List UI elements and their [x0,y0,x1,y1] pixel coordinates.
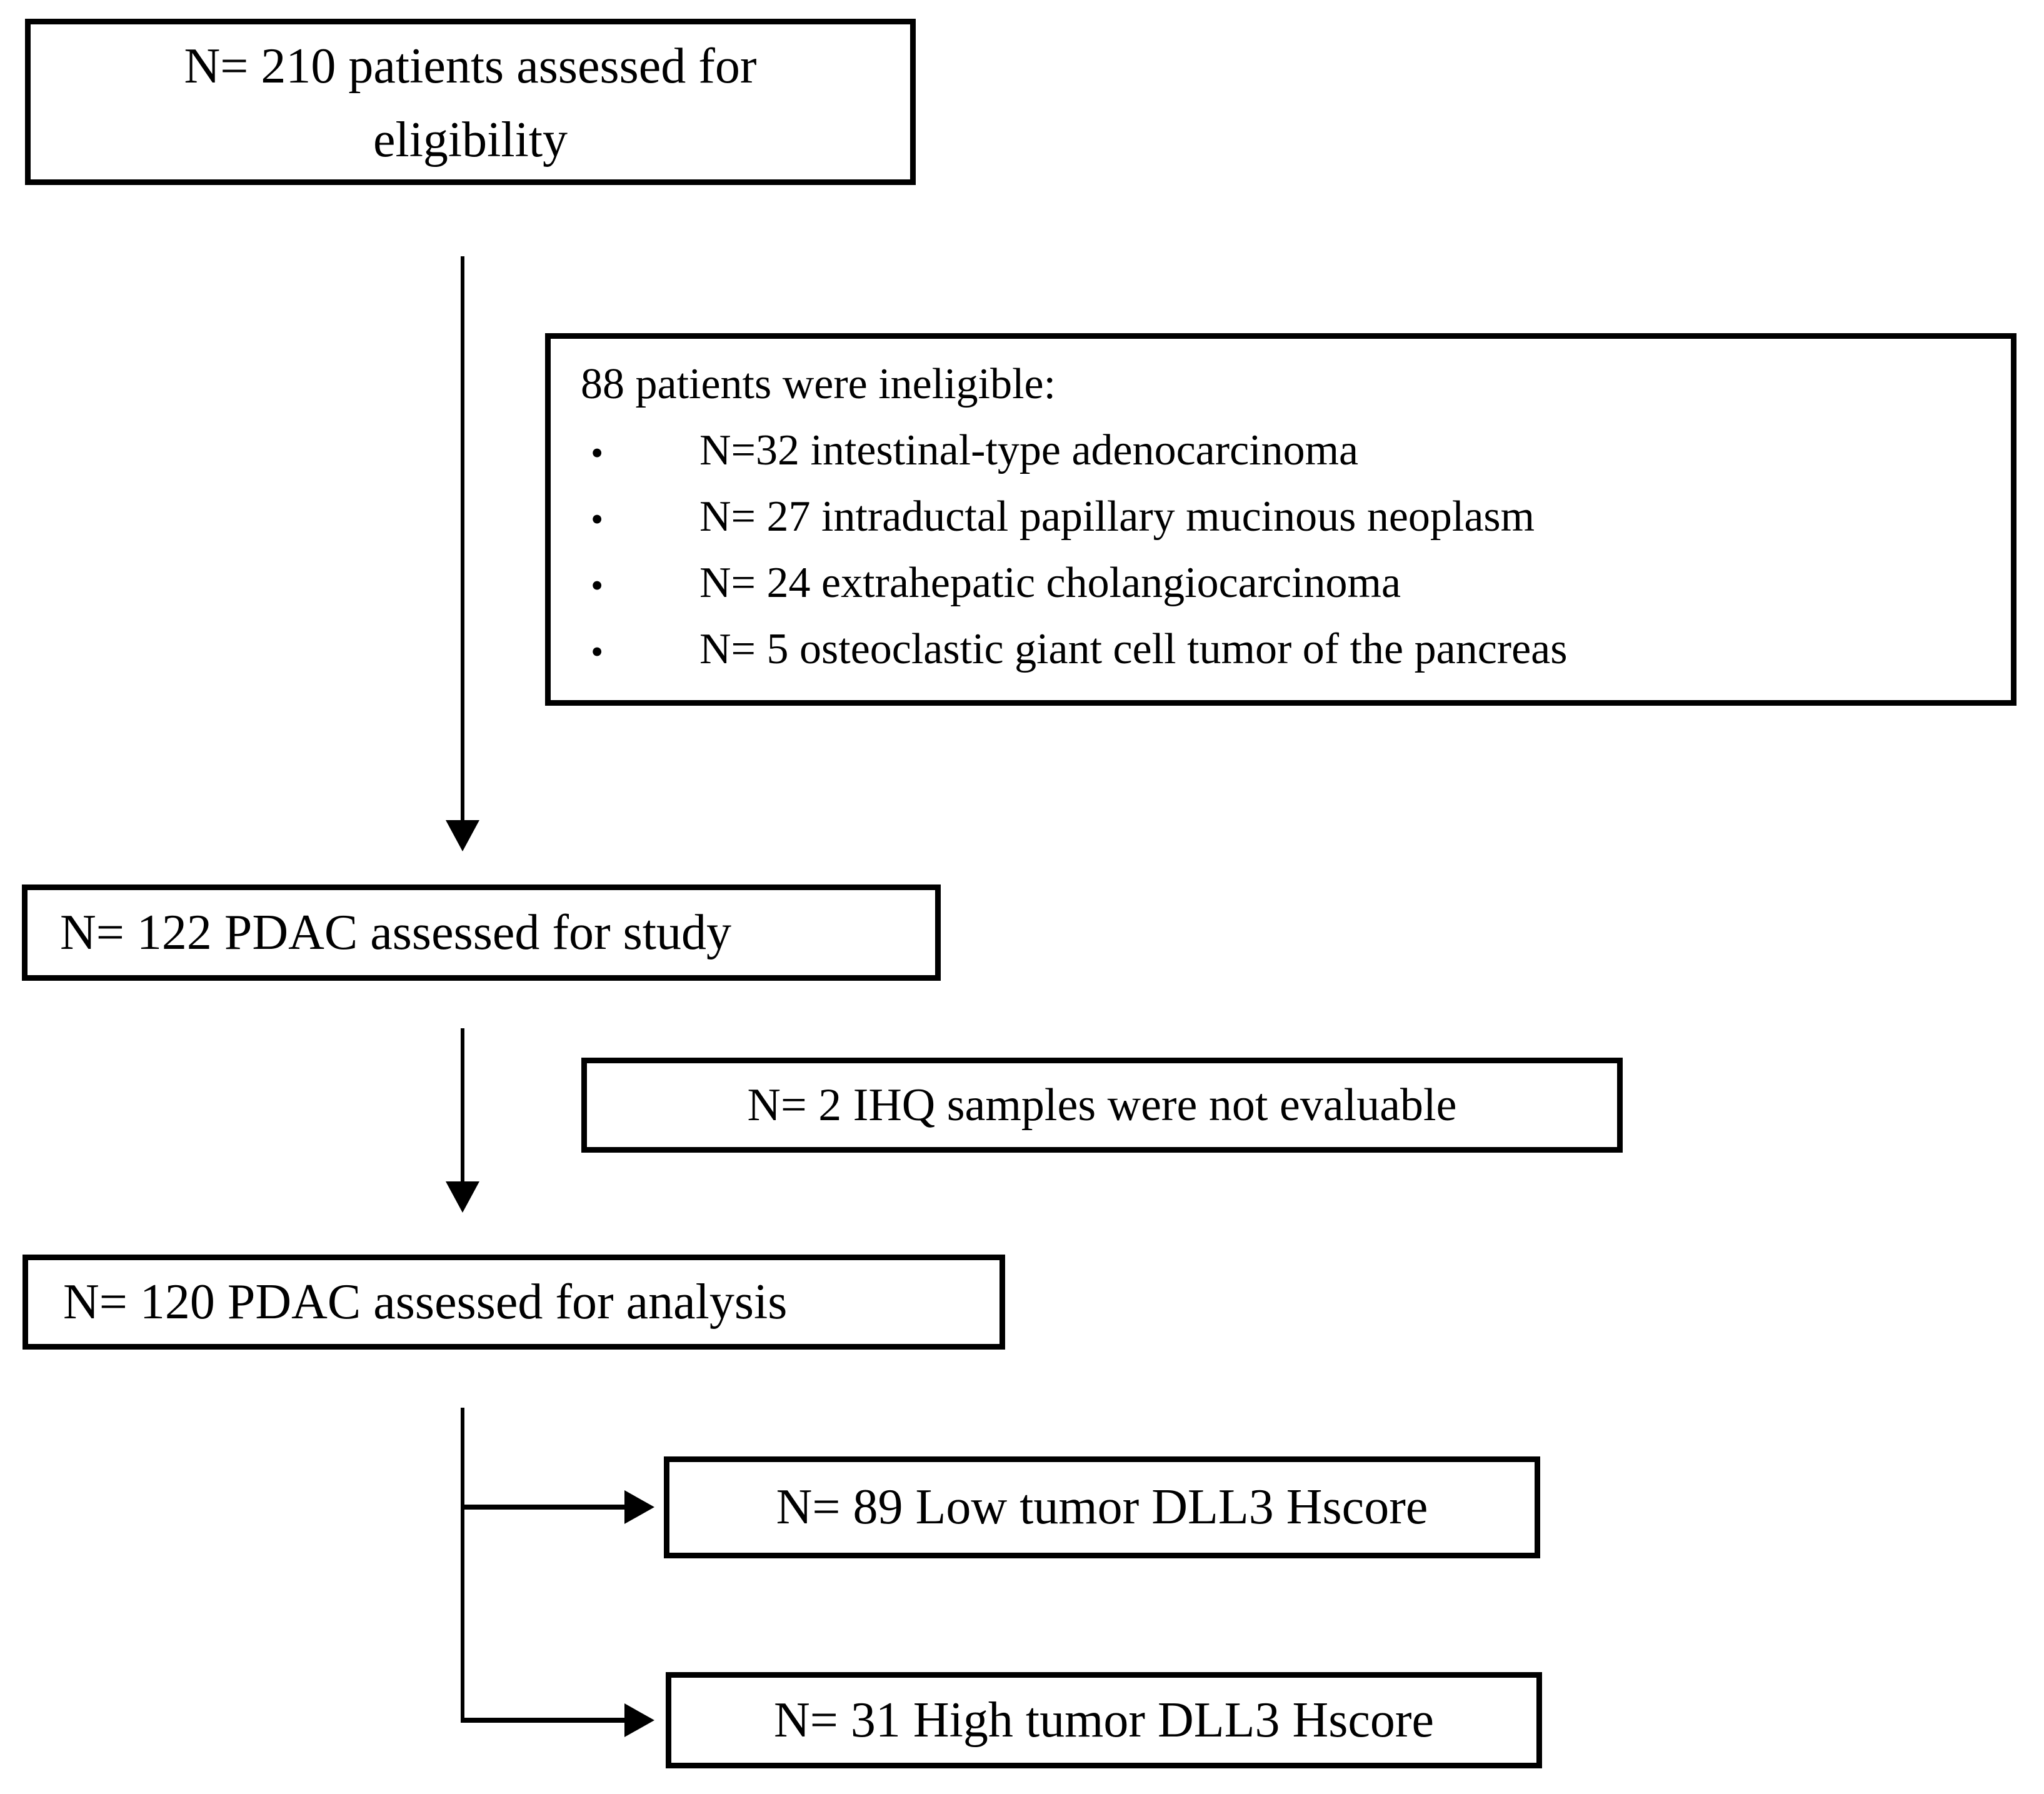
analysis-box: N= 120 PDAC assessed for analysis [23,1255,1005,1350]
ineligible-bullet-text: N=32 intestinal-type adenocarcinoma [699,426,1359,474]
branch-stem-line [461,1408,464,1723]
ineligible-box: 88 patients were ineligible: • N=32 inte… [545,333,2016,706]
bullet-icon: • [591,499,604,539]
analysis-box-text: N= 120 PDAC assessed for analysis [63,1274,788,1330]
ihq-box-text: N= 2 IHQ samples were not evaluable [747,1079,1457,1131]
bullet-icon: • [591,433,604,473]
ineligible-bullet-item: • N= 27 intraductal papillary mucinous n… [581,490,1992,544]
ineligible-bullet-item: • N=32 intestinal-type adenocarcinoma [581,424,1992,478]
ineligible-bullet-list: • N=32 intestinal-type adenocarcinoma • … [581,424,1992,676]
ihq-box: N= 2 IHQ samples were not evaluable [581,1058,1623,1153]
ineligible-box-header: 88 patients were ineligible: [581,360,1056,408]
low-hscore-box: N= 89 Low tumor DLL3 Hscore [664,1456,1540,1558]
arrow-study-to-analysis-line [461,1028,464,1185]
ineligible-bullet-text: N= 27 intraductal papillary mucinous neo… [699,493,1535,541]
arrow-eligibility-to-study-line [461,256,464,825]
arrow-study-to-analysis-head-icon [446,1181,479,1213]
eligibility-box: N= 210 patients assessed for eligibility [25,19,916,185]
eligibility-box-line1: N= 210 patients assessed for [184,39,757,94]
high-hscore-box-text: N= 31 High tumor DLL3 Hscore [773,1692,1435,1748]
bullet-icon: • [591,565,604,606]
ineligible-bullet-item: • N= 5 osteoclastic giant cell tumor of … [581,623,1992,676]
high-hscore-box: N= 31 High tumor DLL3 Hscore [666,1672,1542,1768]
ineligible-bullet-item: • N= 24 extrahepatic cholangiocarcinoma [581,556,1992,610]
arrow-to-high-head-icon [624,1703,654,1737]
eligibility-box-line2: eligibility [373,113,568,168]
arrow-eligibility-to-study-head-icon [446,820,479,851]
arrow-to-low-head-icon [624,1490,654,1524]
study-box: N= 122 PDAC assessed for study [22,884,941,981]
arrow-to-low-line [463,1505,626,1510]
low-hscore-box-text: N= 89 Low tumor DLL3 Hscore [776,1480,1428,1535]
ineligible-bullet-text: N= 5 osteoclastic giant cell tumor of th… [699,625,1568,673]
arrow-to-high-line [463,1718,626,1723]
study-box-text: N= 122 PDAC assessed for study [60,905,731,960]
ineligible-bullet-text: N= 24 extrahepatic cholangiocarcinoma [699,559,1401,607]
bullet-icon: • [591,631,604,672]
